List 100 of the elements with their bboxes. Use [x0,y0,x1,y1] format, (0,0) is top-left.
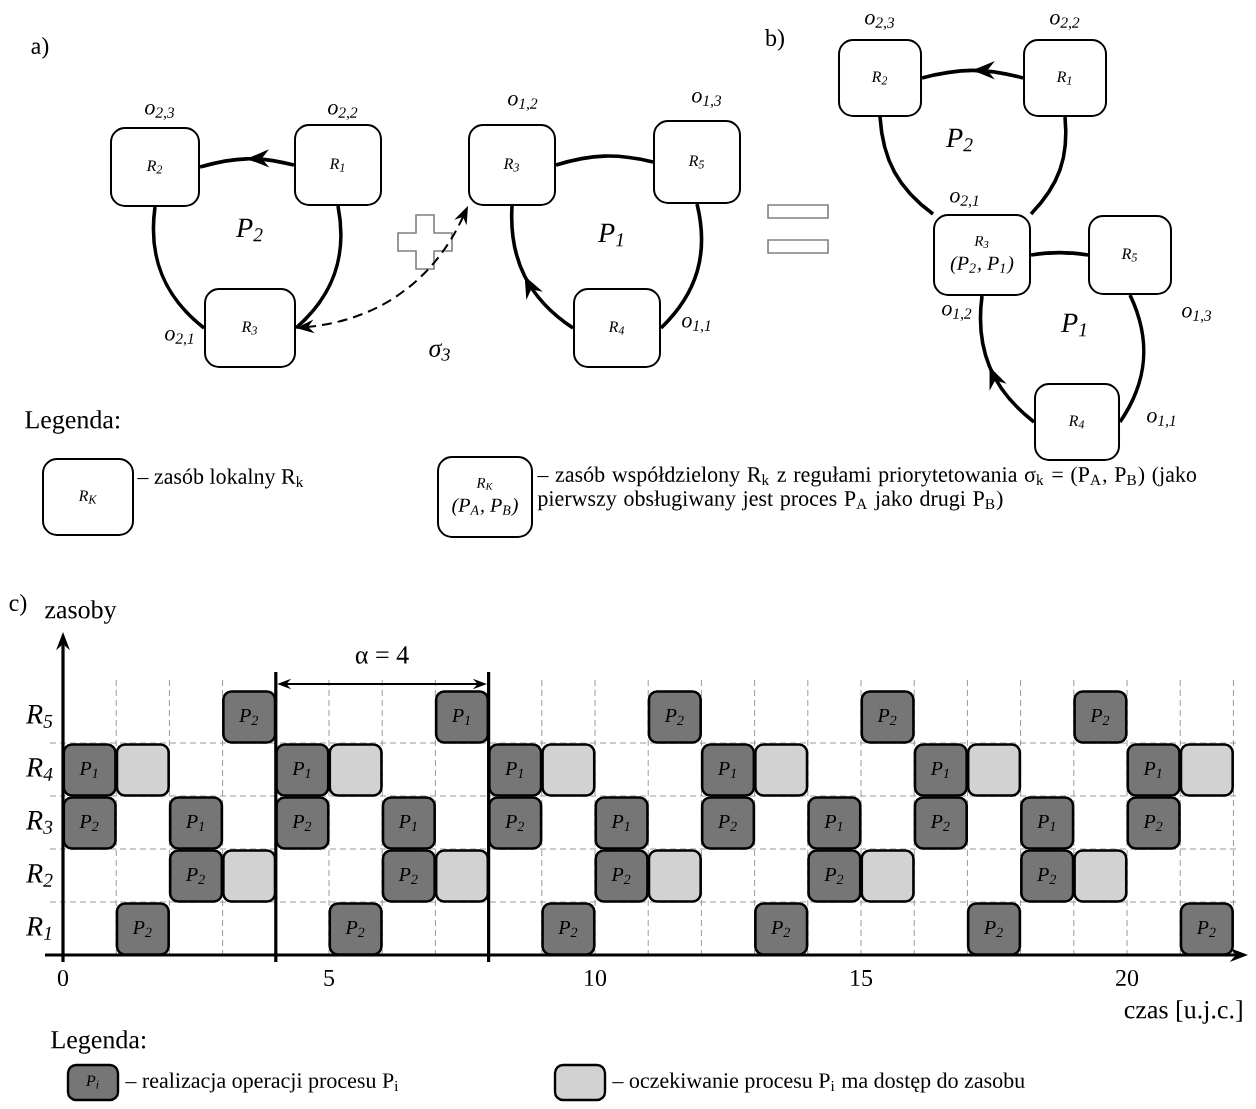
operation-label: o$_{2,2}$ [328,104,358,120]
operation-bar: P$_{2}$ [860,690,915,744]
resource-box: R$_{1}$ [294,124,382,206]
process-label: P$_{2}$ [235,218,263,242]
row-label: R$_{2}$ [25,864,53,887]
operation-bar: P$_{1}$ [913,743,968,797]
swatch-label: P$_{i}$ [85,1075,99,1089]
operation-bar: P$_{2}$ [1073,690,1128,744]
operation-bar: P$_{1}$ [700,743,756,797]
tick-label: 15 [851,969,873,986]
resource-box: R$_{3}$ [204,288,296,368]
operation-bar: P$_{1}$ [594,796,649,850]
connector-line [659,203,704,330]
waiting-bar [434,849,490,903]
description-text: – zasób lokalny R$_{k}$ [137,468,304,489]
waiting-bar [860,849,915,903]
operation-bar: P$_{1}$ [1020,796,1075,850]
axis-title: zasoby [45,600,117,624]
resource-box: R$_{2}$ [838,39,922,117]
operation-label: o$_{1,2}$ [508,95,538,111]
operation-label: o$_{2,3}$ [145,104,175,120]
legend-title: Legenda: [51,1030,146,1054]
operation-bar: P$_{2}$ [647,690,702,744]
operation-bar: P$_{1}$ [1126,743,1181,797]
waiting-bar [222,849,277,903]
tick-label: 0 [57,969,69,987]
waiting-bar [541,743,596,797]
resource-box: R$_{4}$ [1034,383,1120,461]
row-label: R$_{5}$ [25,705,53,728]
dimension-label: α = 4 [355,646,409,664]
operation-bar: P$_{2}$ [541,902,596,956]
operation-bar: P$_{2}$ [381,849,436,903]
resource-box: R$_{5}$ [1088,215,1172,295]
operation-bar: P$_{2}$ [807,849,862,903]
operation-bar: P$_{2}$ [913,796,968,850]
process-label: P$_{2}$ [945,128,973,152]
connector-line [878,116,935,216]
connector-line [294,205,343,330]
waiting-bar [115,743,170,797]
row-label: R$_{3}$ [25,811,53,834]
tick-label: 5 [324,970,335,986]
operation-bar: P$_{2}$ [594,849,649,903]
operation-bar: P$_{1}$ [807,796,862,850]
operation-bar: P$_{2}$ [62,796,117,850]
description-text: – zasób współdzielony R$_{k}$ z regułami priorytetowania σ$_{k}$ = (P$_{A}$, P$_{B}$) (jako pierwszy obsługiwany jest proces P$_{A}$ jako drugi P$_{B}$) [537,466,1197,511]
edge-label: σ$_{3}$ [426,341,454,363]
operation-bar: P$_{2}$ [115,902,170,956]
legend-title: Legenda: [25,410,120,434]
legend-text: – realizacja operacji procesu P$_{i}$ [125,1072,399,1093]
arrow [978,295,1036,424]
axis-title: czas [u.j.c.] [1124,1000,1242,1024]
resource-box: R$_{4}$ [573,288,661,368]
operation-bar: P$_{2}$ [328,902,383,956]
row-label: R$_{1}$ [25,917,51,940]
resource-box: R$_{3}$ (P$_{2}$, P$_{1}$) [933,214,1031,296]
panel-label: c) [9,594,27,616]
waiting-bar [1179,743,1234,797]
connector-line [1030,250,1089,257]
operation-label: o$_{1,1}$ [682,317,710,333]
operation-bar: P$_{2}$ [700,796,756,850]
operation-bar: P$_{1}$ [488,743,543,797]
operation-label: o$_{2,2}$ [1050,14,1080,30]
operation-label: o$_{1,2}$ [942,305,972,321]
resource-box: R$_{2}$ [110,127,200,207]
operation-bar: P$_{1}$ [168,796,224,850]
operation-bar: P$_{1}$ [275,743,330,797]
operation-bar: P$_{2}$ [488,796,543,850]
process-label: P$_{1}$ [1060,313,1086,337]
tick-label: 10 [585,969,607,987]
arrow [509,205,575,330]
operation-bar: P$_{2}$ [168,849,224,903]
operation-bar: P$_{1}$ [62,743,117,797]
connector-line [1118,294,1146,423]
connector-line [151,206,206,330]
process-label: P$_{1}$ [597,223,623,247]
operation-bar: P$_{1}$ [434,690,490,744]
operation-label: o$_{2,1}$ [950,192,978,208]
operation-bar: P$_{2}$ [275,796,330,850]
waiting-bar [328,743,383,797]
connector-line [555,154,654,167]
resource-box: R$_{3}$ [468,124,556,206]
resource-box: R$_{1}$ [1023,39,1107,117]
operation-label: o$_{2,3}$ [865,14,895,30]
connector-line [1029,116,1068,216]
resource-box: R$_{K}$ (P$_{A}$, P$_{B}$) [437,456,533,538]
panel-label: b) [765,29,784,51]
operation-bar: P$_{1}$ [381,796,436,850]
operation-bar: P$_{2}$ [1020,849,1075,903]
panel-label: a) [31,37,49,59]
row-label: R$_{4}$ [25,758,53,781]
resource-box: R$_{K}$ [42,458,134,536]
operation-bar: P$_{2}$ [966,902,1022,956]
waiting-bar [1073,849,1128,903]
operation-bar: P$_{2}$ [754,902,809,956]
waiting-bar [754,743,809,797]
resource-box: R$_{5}$ [653,120,741,204]
operation-bar: P$_{2}$ [1126,796,1181,850]
operation-label: o$_{1,1}$ [1147,412,1175,428]
operation-bar: P$_{2}$ [222,690,277,744]
waiting-bar [647,849,702,903]
